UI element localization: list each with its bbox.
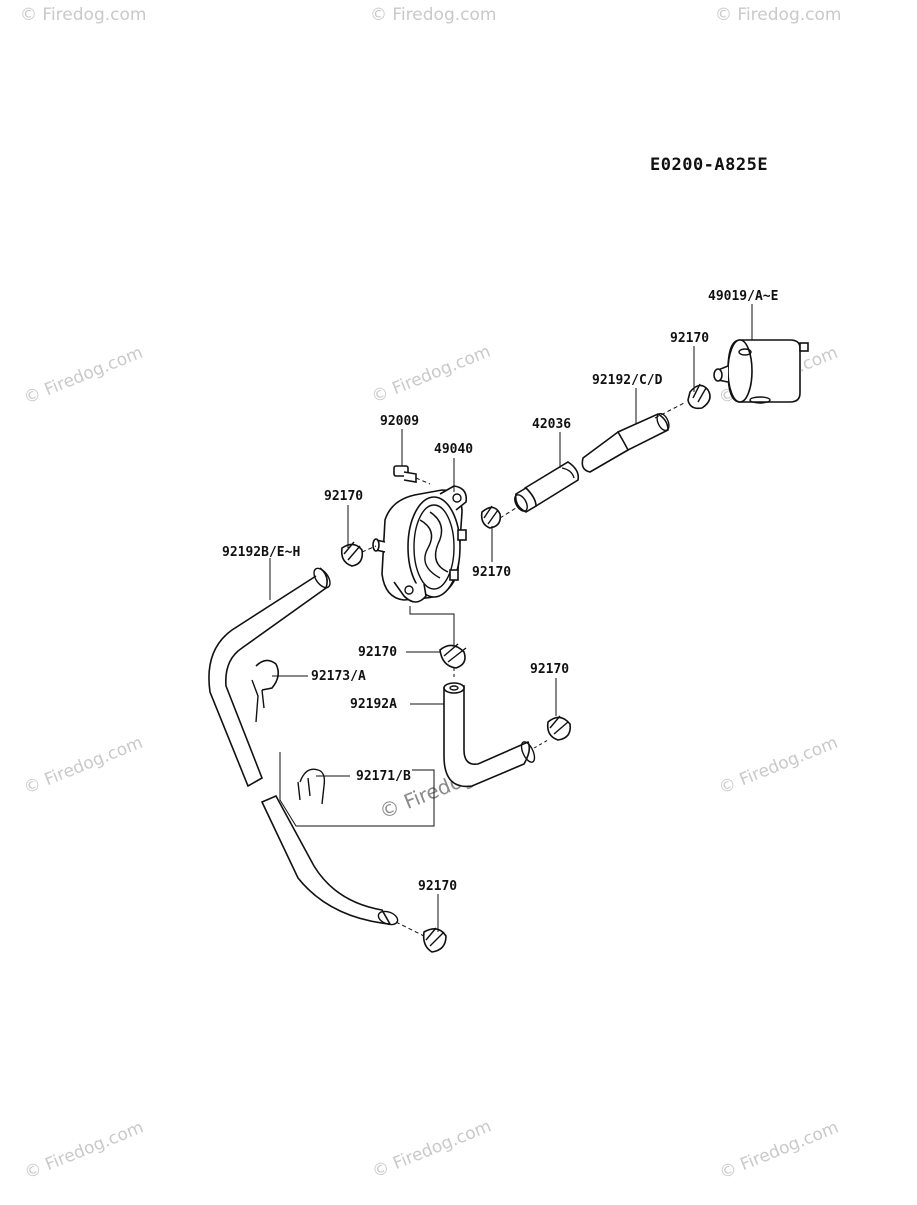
svg-text:© Firedog.com: © Firedog.com xyxy=(20,5,146,25)
hose-clamp-lower-right xyxy=(546,715,572,741)
hose-clamp-top xyxy=(687,383,711,410)
leader-lines xyxy=(269,304,753,932)
inset-bracket xyxy=(279,606,455,827)
diagram-code: E0200-A825E xyxy=(650,155,768,175)
label-strainer: 42036 xyxy=(532,417,571,432)
label-clamp-center: 92170 xyxy=(358,645,397,660)
fuel-pump xyxy=(372,485,468,603)
label-hose-upper: 92192/C/D xyxy=(592,373,663,388)
label-fuel-pump: 49040 xyxy=(434,442,473,457)
svg-text:© Firedog.com: © Firedog.com xyxy=(715,5,841,25)
watermark-1: © Firedog.com xyxy=(20,5,146,25)
hose-upper-right xyxy=(581,401,687,473)
watermark-10: © Firedog.com xyxy=(370,1116,495,1182)
svg-text:© Firedog.com: © Firedog.com xyxy=(717,1118,842,1184)
svg-text:© Firedog.com: © Firedog.com xyxy=(21,733,146,799)
hose-clip-a xyxy=(251,659,280,723)
svg-text:© Firedog.com: © Firedog.com xyxy=(370,1116,495,1182)
watermark-3: © Firedog.com xyxy=(715,5,841,25)
svg-text:© Firedog.com: © Firedog.com xyxy=(21,343,146,409)
watermark-7: © Firedog.com xyxy=(21,733,146,799)
hose-clamp-pump-left xyxy=(340,541,377,567)
svg-text:© Firedog.com: © Firedog.com xyxy=(369,342,494,408)
label-clamp-pump-right: 92170 xyxy=(472,565,511,580)
hose-92192a xyxy=(443,682,549,788)
part-labels: 49019/A~E 92170 92192/C/D 42036 92009 49… xyxy=(222,289,778,894)
hose-clamp-center xyxy=(439,643,467,680)
screw xyxy=(393,465,431,485)
hose-long-left xyxy=(208,567,425,937)
label-clamp-filter: 92170 xyxy=(670,331,709,346)
label-fuel-filter: 49019/A~E xyxy=(708,289,778,304)
watermark-2: © Firedog.com xyxy=(370,5,496,25)
label-clamp-lower-right: 92170 xyxy=(530,662,569,677)
label-clip-a: 92173/A xyxy=(311,669,366,684)
fuel-filter xyxy=(713,339,809,404)
hose-clamp-bottom xyxy=(422,927,447,953)
hose-clip-b xyxy=(297,768,326,805)
hose-clamp-pump-right xyxy=(480,505,502,529)
watermark-11: © Firedog.com xyxy=(717,1118,842,1184)
watermark-9: © Firedog.com xyxy=(22,1118,147,1184)
strainer-tube xyxy=(499,461,580,519)
watermark-5: © Firedog.com xyxy=(369,342,494,408)
label-clamp-pump-left: 92170 xyxy=(324,489,363,504)
watermark-8: © Firedog.com xyxy=(716,733,841,799)
svg-text:© Firedog.com: © Firedog.com xyxy=(22,1118,147,1184)
label-hose-long: 92192B/E~H xyxy=(222,545,300,560)
svg-text:© Firedog.com: © Firedog.com xyxy=(716,733,841,799)
label-hose-92192a: 92192A xyxy=(350,697,397,712)
label-clip-b: 92171/B xyxy=(356,769,411,784)
watermark-4: © Firedog.com xyxy=(21,343,146,409)
label-screw: 92009 xyxy=(380,414,419,429)
label-clamp-bottom: 92170 xyxy=(418,879,457,894)
svg-text:© Firedog.com: © Firedog.com xyxy=(370,5,496,25)
